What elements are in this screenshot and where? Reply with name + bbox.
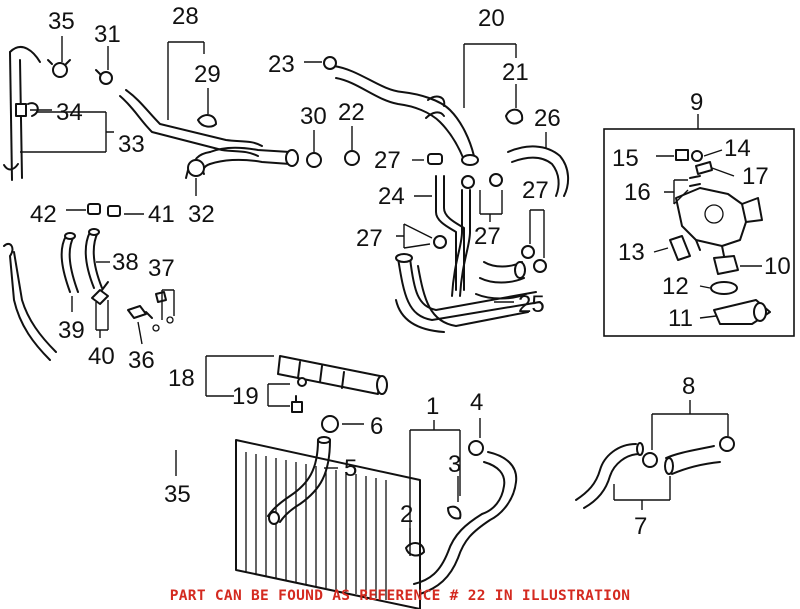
fitting-part-40: [91, 281, 109, 305]
clamp-part-27-group: [427, 153, 547, 273]
callout-36: 36: [128, 347, 155, 374]
callout-27-left: 27: [356, 225, 383, 252]
pipe-part-18: [277, 355, 388, 395]
callout-15: 15: [612, 145, 639, 172]
callout-17: 17: [742, 163, 769, 190]
callout-42: 42: [30, 201, 57, 228]
callout-3: 3: [448, 451, 461, 478]
callout-8: 8: [682, 373, 695, 400]
hose-part-20: [323, 56, 479, 166]
clamp-part-31: [95, 69, 113, 85]
callout-numbers: 35 31 28 29 34 33 32 42 41 38 37 39 40 3…: [30, 3, 791, 540]
hose-part-38: [84, 228, 103, 289]
fitting-part-36: [127, 305, 153, 319]
callout-35-bottom: 35: [164, 481, 191, 508]
radiator-part: [235, 439, 421, 609]
callout-23: 23: [268, 51, 295, 78]
long-hose-left: [3, 242, 57, 361]
callout-4: 4: [470, 389, 483, 416]
callout-39: 39: [58, 317, 85, 344]
hose-part-7: [575, 442, 644, 509]
callout-10: 10: [764, 253, 791, 280]
clamp-part-42: [87, 203, 101, 215]
callout-11: 11: [668, 305, 693, 332]
callout-41: 41: [148, 201, 175, 228]
hose-part-28: [119, 89, 299, 175]
thermostat-kit-box: [603, 128, 795, 337]
callout-40: 40: [88, 343, 115, 370]
clamp-part-22: [344, 150, 360, 166]
clamp-part-29: [197, 114, 217, 128]
callout-26: 26: [534, 105, 561, 132]
callout-27-right: 27: [522, 177, 549, 204]
leader-lines: [20, 36, 762, 556]
callout-29: 29: [194, 61, 221, 88]
clamp-part-32: [185, 159, 205, 179]
callout-2: 2: [400, 501, 413, 528]
callout-12: 12: [662, 273, 689, 300]
fitting-part-37: [152, 291, 174, 332]
callout-14: 14: [724, 135, 751, 162]
callout-27-top: 27: [374, 147, 401, 174]
callout-38: 38: [112, 249, 139, 276]
callout-13: 13: [618, 239, 645, 266]
callout-34: 34: [56, 99, 83, 126]
callout-1: 1: [426, 393, 439, 420]
clamp-part-30: [306, 152, 322, 168]
callout-27-mid: 27: [474, 223, 501, 250]
clamp-part-41: [107, 205, 121, 217]
callout-18: 18: [168, 365, 195, 392]
callout-9: 9: [690, 89, 703, 116]
callout-19: 19: [232, 383, 259, 410]
pipe-part-24: [435, 175, 471, 297]
hose-part-26: [507, 145, 570, 197]
callout-35-top: 35: [48, 8, 75, 35]
callout-30: 30: [300, 103, 327, 130]
callout-5: 5: [344, 455, 357, 482]
callout-25: 25: [518, 291, 545, 318]
callout-24: 24: [378, 183, 405, 210]
callout-20: 20: [478, 5, 505, 32]
clamp-part-21: [505, 108, 524, 125]
callout-33: 33: [118, 131, 145, 158]
clamp-part-35: [47, 59, 71, 78]
callout-28: 28: [172, 3, 199, 30]
callout-7: 7: [634, 513, 647, 540]
hose-part-25: [395, 253, 541, 333]
callout-16: 16: [624, 179, 651, 206]
fitting-part-19: [291, 395, 303, 413]
callout-32: 32: [188, 201, 215, 228]
callout-21: 21: [502, 59, 529, 86]
bracket-tube-part: [3, 46, 41, 181]
clamp-part-6: [321, 415, 339, 433]
callout-22: 22: [338, 99, 365, 126]
hose-part-1: [405, 440, 518, 595]
hose-part-5: [267, 436, 331, 525]
callout-31: 31: [94, 21, 121, 48]
hose-part-8: [642, 436, 735, 475]
callout-37: 37: [148, 255, 175, 282]
hose-part-39: [60, 232, 79, 293]
callout-6: 6: [370, 413, 383, 440]
footer-reference-note: PART CAN BE FOUND AS REFERENCE # 22 IN I…: [170, 588, 631, 604]
